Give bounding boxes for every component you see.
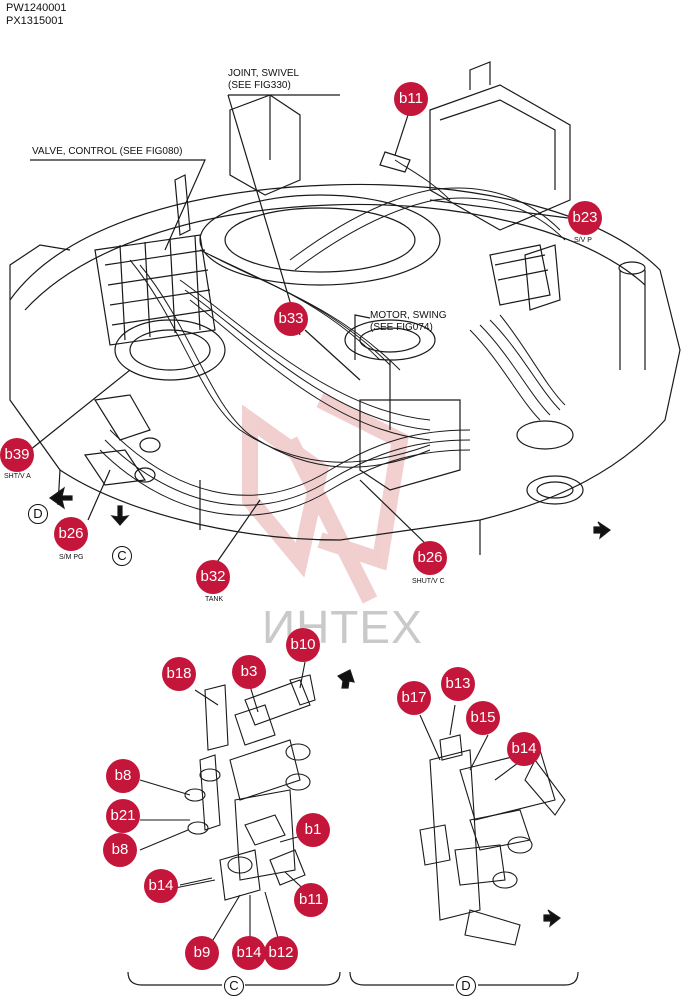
leader-b23 <box>429 199 569 219</box>
upper-frame <box>9 183 681 541</box>
badge-b21: b21 <box>106 799 140 833</box>
leader-b32 <box>214 499 261 566</box>
badge-b26-left: b26 <box>54 517 88 551</box>
bracket-letter-d: D <box>456 976 476 996</box>
leader-b26-right <box>359 479 431 549</box>
callout-motor-swing-line2: (SEE FIG074) <box>370 322 433 333</box>
badge-b1: b1 <box>296 813 330 847</box>
label-s-m-pg: S/M PG <box>59 554 84 561</box>
label-shut-v-c: SHUT/V C <box>412 578 445 585</box>
leader-b26-left <box>87 469 111 521</box>
detail-d <box>419 704 566 946</box>
callout-joint-swivel: JOINT, SWIVEL (SEE FIG330) <box>228 68 299 92</box>
view-letter-c: C <box>112 546 132 566</box>
callout-joint-swivel-line1: JOINT, SWIVEL <box>228 68 300 79</box>
leader-b39 <box>29 369 131 451</box>
label-tank: TANK <box>205 596 224 603</box>
badge-b11-top: b11 <box>394 82 428 116</box>
label-sht-v-a: SHT/V A <box>4 473 31 480</box>
badge-b32: b32 <box>196 560 230 594</box>
badge-b14-right: b14 <box>507 732 541 766</box>
badge-b3: b3 <box>232 655 266 689</box>
callout-motor-swing-line1: MOTOR, SWING <box>370 310 447 321</box>
callout-motor-swing: MOTOR, SWING (SEE FIG074) <box>370 310 446 334</box>
leader-motor-swing <box>354 314 371 360</box>
badge-b15: b15 <box>466 701 500 735</box>
badge-b18: b18 <box>162 657 196 691</box>
arrow-right-main <box>593 521 612 540</box>
badge-b26-right: b26 <box>413 541 447 575</box>
badge-b11-bottom: b11 <box>294 883 328 917</box>
label-sv-p: S/V P <box>574 237 592 244</box>
leader-valve-control <box>30 159 206 251</box>
badge-b23: b23 <box>568 201 602 235</box>
part-codes: PW1240001 PX1315001 <box>6 2 67 28</box>
view-letter-d: D <box>28 504 48 524</box>
badge-b10: b10 <box>286 628 320 662</box>
badge-b8-bottom: b8 <box>103 833 137 867</box>
detail-c <box>139 661 316 946</box>
leader-b11 <box>394 114 409 156</box>
part-code-2: PX1315001 <box>6 15 64 27</box>
arrow-right-d <box>543 909 562 928</box>
badge-b9: b9 <box>185 936 219 970</box>
arrow-c <box>110 505 130 526</box>
bracket-c <box>127 971 341 986</box>
bracket-letter-c: C <box>224 976 244 996</box>
badge-b39: b39 <box>0 438 34 472</box>
badge-b12: b12 <box>264 936 298 970</box>
watermark-logo <box>242 392 409 604</box>
badge-b8-top: b8 <box>106 759 140 793</box>
badge-b33: b33 <box>274 302 308 336</box>
badge-b14-bottom: b14 <box>232 936 266 970</box>
callout-valve-control: VALVE, CONTROL (SEE FIG080) <box>32 146 183 157</box>
badge-b17: b17 <box>397 681 431 715</box>
badge-b13: b13 <box>441 667 475 701</box>
part-code-1: PW1240001 <box>6 2 67 14</box>
leader-b33 <box>304 329 361 381</box>
badge-b14-left: b14 <box>144 869 178 903</box>
arrow-right-c <box>336 669 355 689</box>
callout-joint-swivel-line2: (SEE FIG330) <box>228 80 291 91</box>
leader-joint-swivel <box>227 94 340 336</box>
bracket-d <box>349 971 579 986</box>
arrow-d <box>48 486 73 510</box>
